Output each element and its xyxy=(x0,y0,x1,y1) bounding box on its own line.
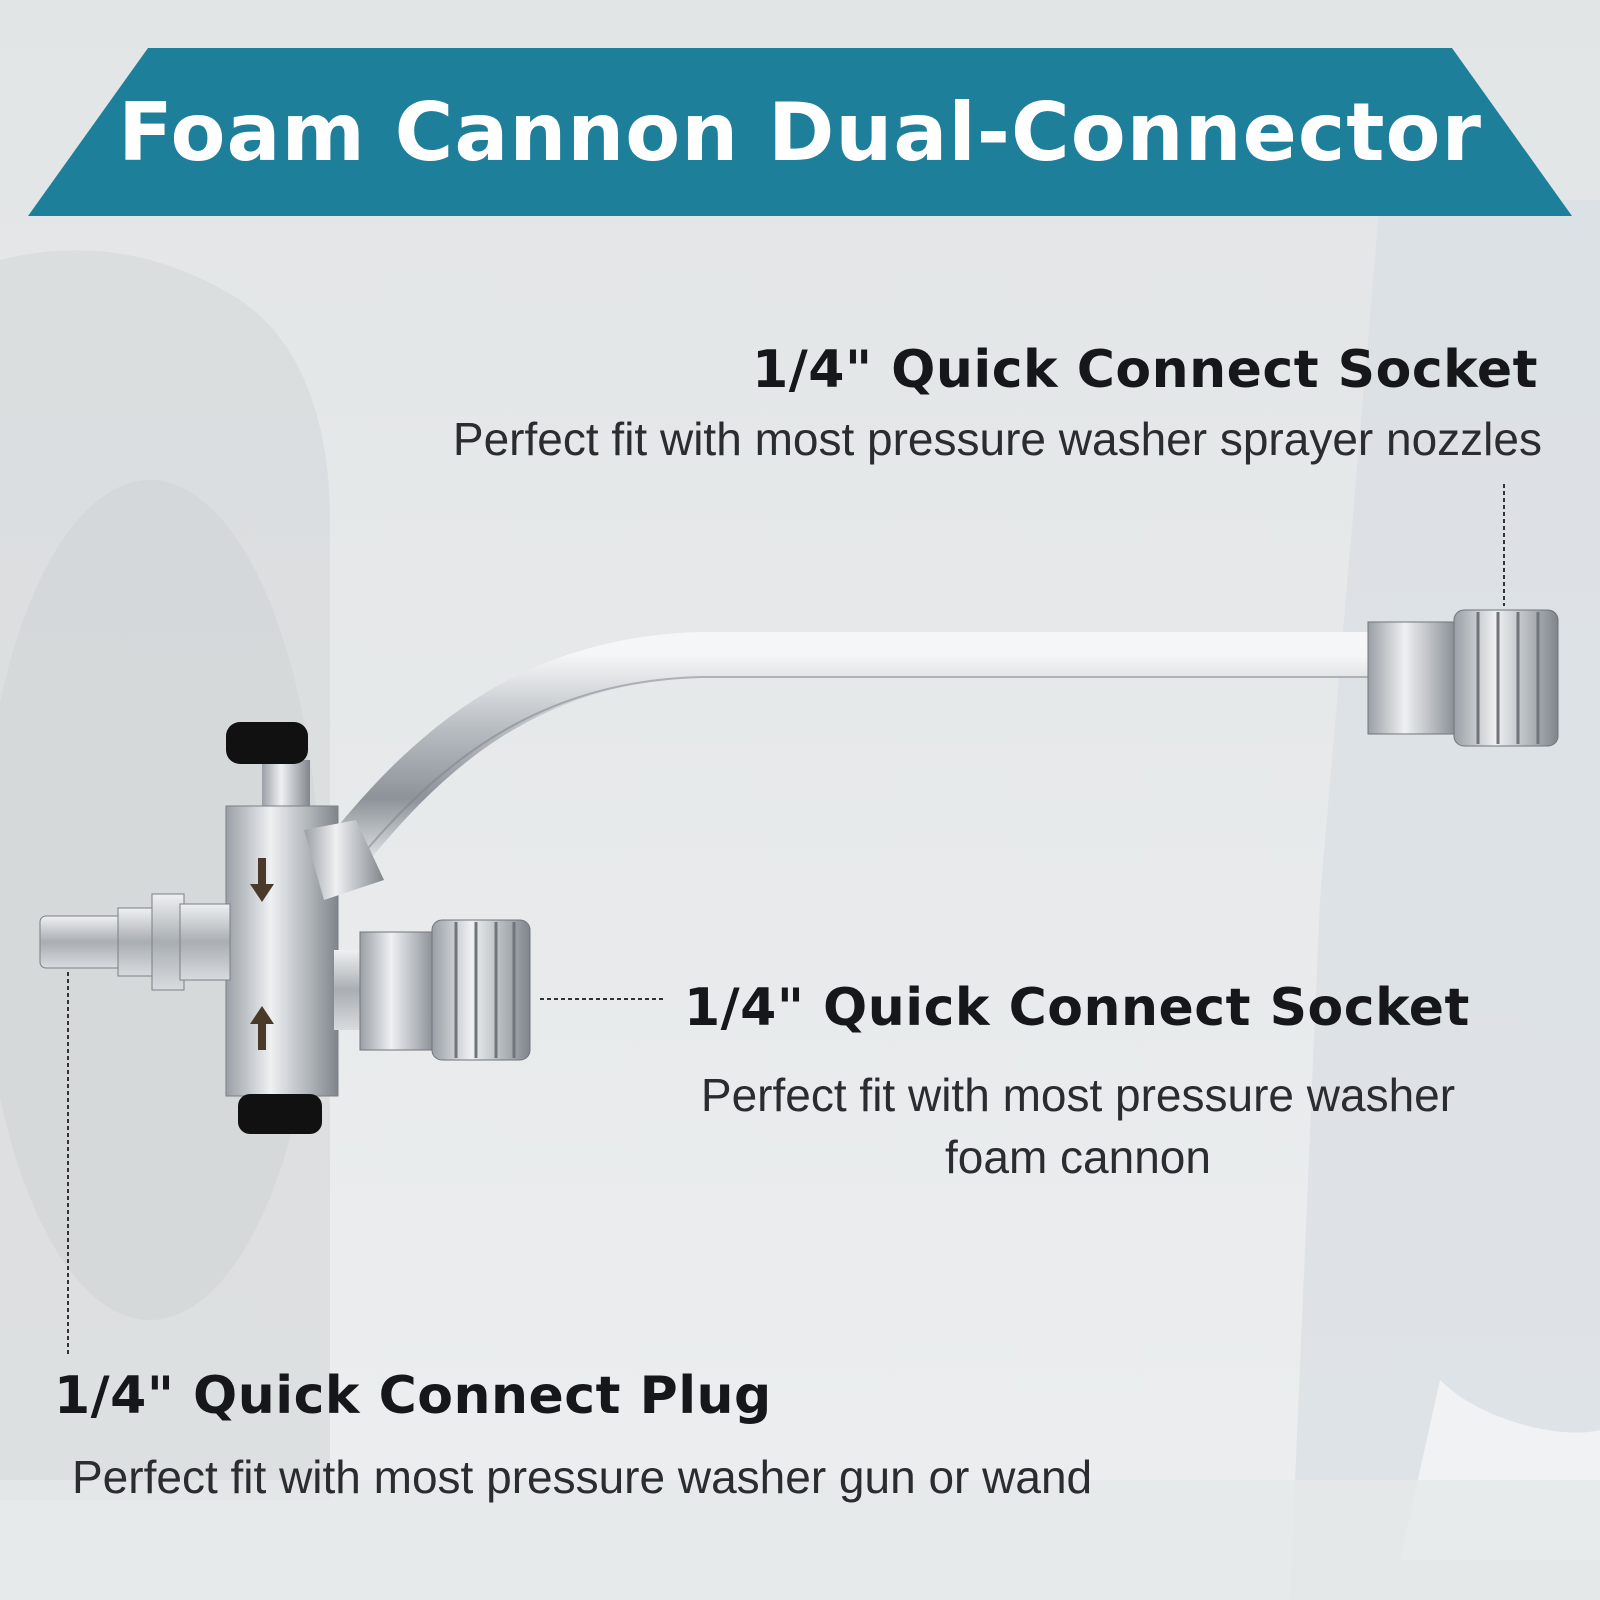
top-socket-description: Perfect fit with most pressure washer sp… xyxy=(452,413,1542,465)
middle-socket-description-line2: foam cannon xyxy=(945,1131,1211,1183)
plug-description: Perfect fit with most pressure washer gu… xyxy=(72,1451,1093,1503)
header-banner: Foam Cannon Dual-Connector xyxy=(28,48,1572,216)
top-quick-connect-socket xyxy=(1367,609,1559,747)
top-socket-title: 1/4" Quick Connect Socket xyxy=(752,340,1538,400)
valve-body xyxy=(225,722,384,1134)
plug-title: 1/4" Quick Connect Plug xyxy=(54,1366,772,1426)
arrow-down-icon xyxy=(250,858,274,902)
banner-shape xyxy=(28,48,1572,216)
middle-socket-title: 1/4" Quick Connect Socket xyxy=(684,978,1470,1038)
middle-socket-description-line1: Perfect fit with most pressure washer xyxy=(700,1069,1456,1121)
page-title: Foam Cannon Dual-Connector xyxy=(118,85,1482,179)
quick-connect-plug xyxy=(39,893,231,991)
arrow-up-icon xyxy=(250,1006,274,1050)
middle-quick-connect-socket xyxy=(334,919,531,1061)
extension-tube xyxy=(322,632,1380,875)
